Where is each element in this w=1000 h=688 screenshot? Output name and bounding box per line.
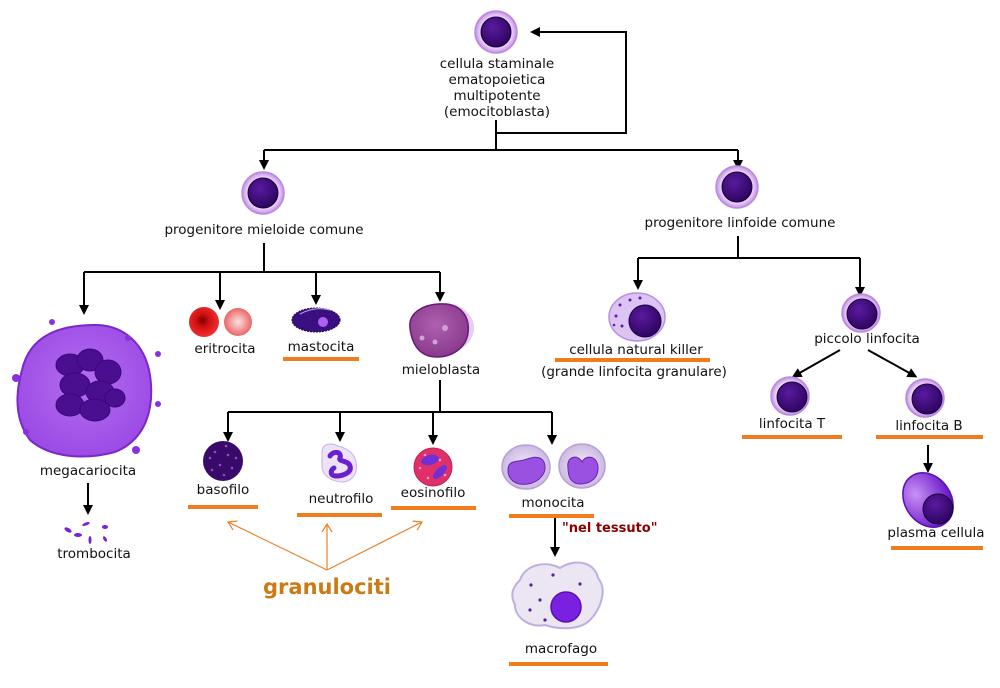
- granulocyte-arrows: [226, 520, 424, 571]
- monocyte-label: monocita: [522, 495, 585, 511]
- basophil-label: basofilo: [197, 482, 250, 498]
- myeloid-progenitor-icon: [241, 171, 285, 215]
- eosinophil-label: eosinofilo: [401, 485, 466, 501]
- monocyte-icon: [501, 443, 606, 490]
- stem-cell-label: cellula staminale ematopoietica multipot…: [440, 56, 555, 120]
- mastocyte-label: mastocita: [288, 339, 355, 355]
- erythrocyte-icon: [189, 307, 252, 337]
- thrombocyte-icon: [64, 522, 108, 544]
- small-lymphocyte-label: piccolo linfocita: [814, 331, 920, 347]
- self-renewal-arrow: [495, 27, 627, 134]
- b-cell-icon: [905, 378, 945, 418]
- t-cell-icon: [770, 376, 810, 416]
- macrophage-label: macrofago: [525, 641, 597, 657]
- mastocyte-icon: [291, 307, 341, 333]
- b-cell-label: linfocita B: [895, 418, 962, 434]
- basophil-icon: [203, 441, 243, 481]
- granulocytes-label: granulociti: [263, 575, 391, 599]
- plasma-cell-label: plasma cellula: [887, 525, 984, 541]
- eosinophil-icon: [413, 447, 453, 487]
- tissue-annotation: "nel tessuto": [562, 521, 658, 536]
- stem-label-line-4: (emocitoblasta): [444, 104, 550, 120]
- plasma-cell-icon: [902, 472, 954, 528]
- neutrophil-icon: [321, 443, 357, 483]
- nk-cell-icon: [608, 292, 666, 342]
- nk-cell-sublabel: (grande linfocita granulare): [541, 364, 727, 380]
- myeloblast-icon: [409, 303, 474, 358]
- stem-label-line-1: cellula staminale: [440, 56, 555, 72]
- lymphoid-progenitor-icon: [715, 165, 759, 209]
- small-lymphocyte-icon: [841, 293, 881, 333]
- connector-lines: [79, 27, 933, 557]
- lymphoid-progenitor-label: progenitore linfoide comune: [645, 215, 836, 231]
- myeloblast-label: mieloblasta: [402, 362, 480, 378]
- nk-cell-label: cellula natural killer: [569, 342, 703, 358]
- stem-label-line-3: multipotente: [453, 88, 540, 104]
- t-cell-label: linfocita T: [759, 416, 826, 432]
- megakaryocyte-label: megacariocita: [40, 463, 136, 479]
- myeloid-progenitor-label: progenitore mieloide comune: [164, 222, 363, 238]
- macrophage-icon: [511, 561, 604, 630]
- thrombocyte-label: trombocita: [57, 546, 131, 562]
- stem-cell-icon: [474, 10, 518, 54]
- erythrocyte-label: eritrocita: [194, 341, 255, 357]
- neutrophil-label: neutrofilo: [309, 491, 374, 507]
- megakaryocyte-icon: [12, 319, 161, 458]
- stem-label-line-2: ematopoietica: [449, 72, 546, 88]
